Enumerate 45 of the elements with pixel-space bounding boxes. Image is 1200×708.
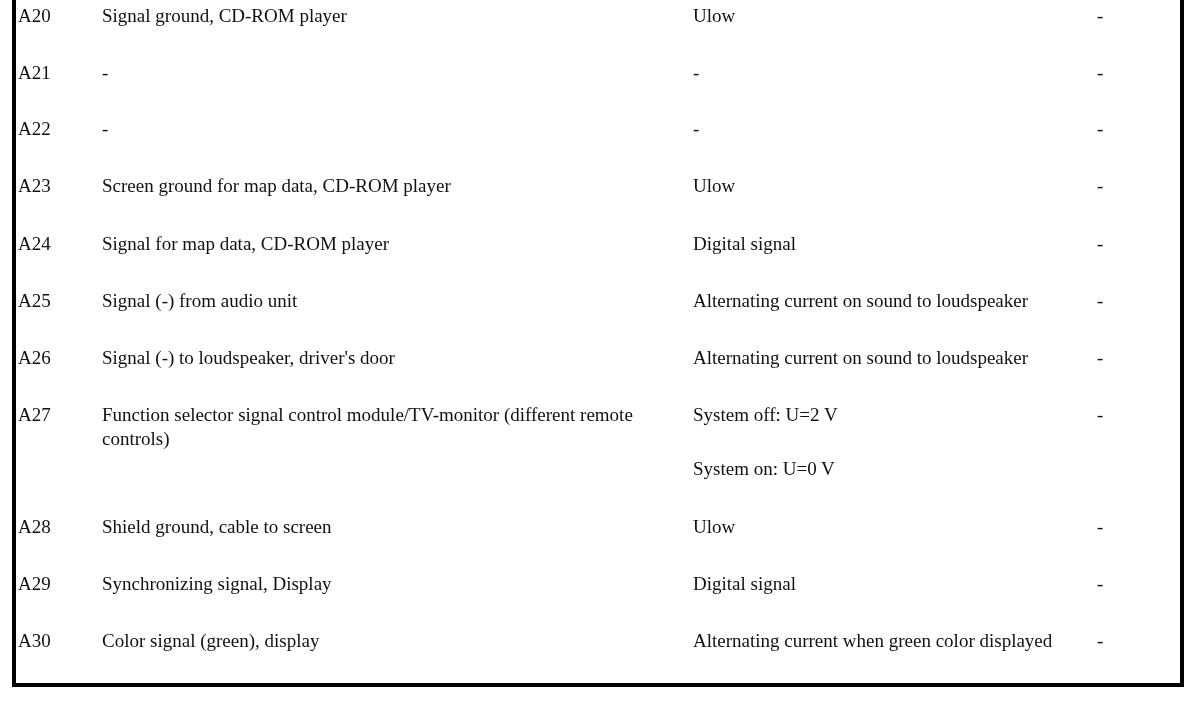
pin-number: A29 [18, 572, 51, 596]
value-text: - [1097, 289, 1104, 313]
signal-value: Ulow [693, 515, 736, 539]
signal-value: Ulow [693, 174, 736, 198]
pin-description: Function selector signal control module/TV-monitor (different remote controls) [102, 403, 634, 451]
value-text: - [1097, 629, 1104, 653]
signal-value: Alternating current when green color displayed [693, 629, 1053, 653]
signal-value: Ulow [693, 4, 736, 28]
pin-description: Color signal (green), display [102, 629, 320, 653]
pin-description: Signal (-) to loudspeaker, driver's door [102, 346, 395, 370]
signal-value: - [693, 117, 700, 141]
pin-number: A30 [18, 629, 51, 653]
value-text: - [1097, 4, 1104, 28]
pin-description: Shield ground, cable to screen [102, 515, 332, 539]
value-text: - [1097, 174, 1104, 198]
pin-number: A27 [18, 403, 51, 427]
signal-value: System on: U=0 V [693, 457, 835, 481]
pin-number: A25 [18, 289, 51, 313]
pin-number: A26 [18, 346, 51, 370]
value-text: - [1097, 403, 1104, 427]
value-text: - [1097, 232, 1104, 256]
pin-number: A21 [18, 61, 51, 85]
value-text: - [1097, 61, 1104, 85]
signal-value: - [693, 61, 700, 85]
signal-value: Alternating current on sound to loudspeaker [693, 346, 1029, 370]
signal-value: Digital signal [693, 572, 796, 596]
pin-description: Screen ground for map data, CD-ROM player [102, 174, 451, 198]
pin-description: Signal for map data, CD-ROM player [102, 232, 390, 256]
signal-value: Digital signal [693, 232, 796, 256]
pin-description: - [102, 117, 109, 141]
signal-value: System off: U=2 V [693, 403, 838, 427]
pin-description: - [102, 61, 109, 85]
signal-value: Alternating current on sound to loudspeaker [693, 289, 1029, 313]
pin-number: A23 [18, 174, 51, 198]
value-text: - [1097, 117, 1104, 141]
pin-number: A20 [18, 4, 51, 28]
value-text: - [1097, 346, 1104, 370]
pin-description: Signal ground, CD-ROM player [102, 4, 347, 28]
pin-description: Synchronizing signal, Display [102, 572, 332, 596]
value-text: - [1097, 515, 1104, 539]
value-text: - [1097, 572, 1104, 596]
pin-description: Signal (-) from audio unit [102, 289, 298, 313]
pin-number: A22 [18, 117, 51, 141]
pin-number: A24 [18, 232, 51, 256]
pin-number: A28 [18, 515, 51, 539]
